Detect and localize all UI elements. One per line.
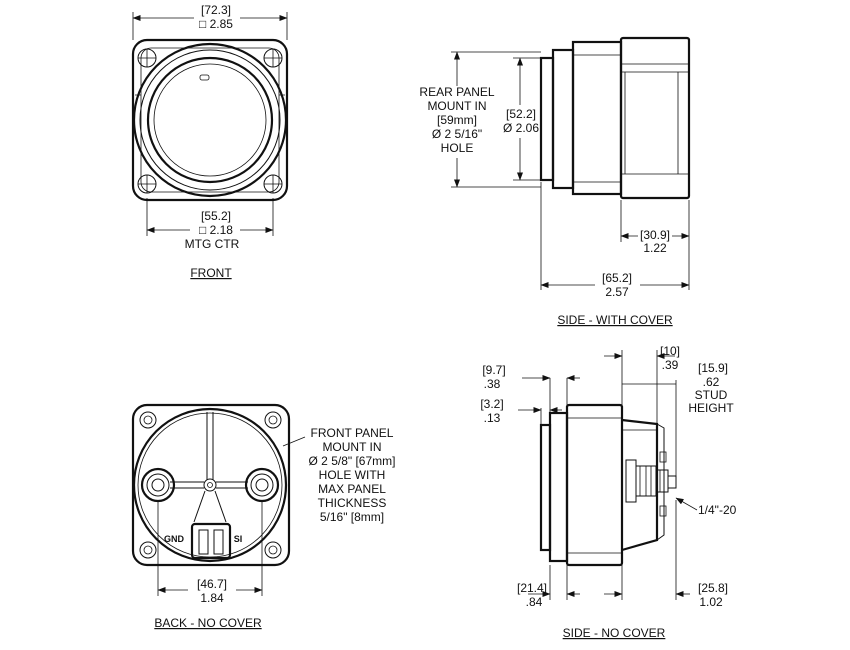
gnd-label: GND bbox=[164, 534, 185, 544]
front-mount-hole-bl bbox=[137, 174, 157, 194]
d5-mm: [25.8] bbox=[698, 581, 728, 595]
svg-text:[59mm]: [59mm] bbox=[437, 113, 477, 127]
side-nocover-body bbox=[539, 403, 665, 567]
side-cover-body bbox=[539, 36, 691, 200]
svg-text:REAR PANEL: REAR PANEL bbox=[419, 85, 494, 99]
back-stud-right bbox=[244, 467, 280, 503]
svg-text:FRONT PANEL: FRONT PANEL bbox=[311, 426, 394, 440]
back-connector bbox=[190, 522, 232, 560]
side-cover-dia-mm: [52.2] bbox=[506, 107, 536, 121]
side-cover-depth-cover-in: 1.22 bbox=[643, 241, 667, 255]
d3-mm: [10] bbox=[660, 344, 680, 358]
back-body bbox=[131, 403, 291, 567]
d1-in: .38 bbox=[484, 377, 501, 391]
back-stud-left bbox=[140, 467, 176, 503]
d4-in: .84 bbox=[526, 595, 543, 609]
si-label: SI bbox=[234, 534, 243, 544]
svg-text:MAX PANEL: MAX PANEL bbox=[318, 482, 386, 496]
side-cover-caption: SIDE - WITH COVER bbox=[557, 313, 673, 327]
stud-height-in: .62 bbox=[703, 375, 720, 389]
side-cover-dia-in: Ø 2.06 bbox=[503, 121, 539, 135]
front-width-mm: [72.3] bbox=[201, 3, 231, 17]
back-view: GND SI FRONT PANEL MOUNT IN Ø 2 5/8" [67… bbox=[131, 403, 396, 630]
svg-text:MOUNT IN: MOUNT IN bbox=[322, 440, 381, 454]
back-stud-mm: [46.7] bbox=[197, 577, 227, 591]
side-cover-depth-mm: [65.2] bbox=[602, 271, 632, 285]
front-caption: FRONT bbox=[190, 266, 232, 280]
front-view: [72.3] □ 2.85 [55.2] □ 2.18 MTG CTR FRON… bbox=[131, 3, 289, 280]
front-body bbox=[131, 38, 289, 202]
svg-text:5/16" [8mm]: 5/16" [8mm] bbox=[320, 510, 384, 524]
d1-mm: [9.7] bbox=[482, 363, 505, 377]
d2-mm: [3.2] bbox=[480, 397, 503, 411]
svg-text:Ø 2 5/8" [67mm]: Ø 2 5/8" [67mm] bbox=[309, 454, 396, 468]
rear-panel-note: REAR PANEL MOUNT IN [59mm] Ø 2 5/16" HOL… bbox=[419, 85, 494, 155]
svg-text:MOUNT IN: MOUNT IN bbox=[427, 99, 486, 113]
d5-in: 1.02 bbox=[699, 595, 723, 609]
thread-label: 1/4"-20 bbox=[698, 503, 737, 517]
d4-mm: [21.4] bbox=[517, 581, 547, 595]
d2-in: .13 bbox=[484, 411, 501, 425]
svg-text:HOLE WITH: HOLE WITH bbox=[319, 468, 386, 482]
side-nocover-caption: SIDE - NO COVER bbox=[563, 626, 666, 640]
back-caption: BACK - NO COVER bbox=[154, 616, 262, 630]
stud-label-1: STUD bbox=[695, 388, 728, 402]
front-mount-hole-br bbox=[263, 174, 283, 194]
side-cover-depth-in: 2.57 bbox=[605, 285, 629, 299]
svg-text:HOLE: HOLE bbox=[441, 141, 474, 155]
side-cover-depth-cover-mm: [30.9] bbox=[640, 228, 670, 242]
stud-height-mm: [15.9] bbox=[698, 361, 728, 375]
front-mount-hole-tl bbox=[137, 48, 157, 68]
front-width-in: □ 2.85 bbox=[199, 17, 233, 31]
front-mtg-in: □ 2.18 bbox=[199, 223, 233, 237]
svg-text:THICKNESS: THICKNESS bbox=[318, 496, 387, 510]
front-mount-hole-tr bbox=[263, 48, 283, 68]
side-nocover-stud bbox=[625, 451, 677, 517]
front-mtg-label: MTG CTR bbox=[185, 237, 240, 251]
side-no-cover-view: [9.7] .38 [3.2] .13 [10] .39 [15.9] .62 … bbox=[480, 344, 736, 640]
d3-in: .39 bbox=[662, 358, 679, 372]
stud-label-2: HEIGHT bbox=[688, 401, 734, 415]
front-panel-note: FRONT PANEL MOUNT IN Ø 2 5/8" [67mm] HOL… bbox=[309, 426, 396, 524]
back-stud-in: 1.84 bbox=[200, 591, 224, 605]
svg-text:Ø 2 5/16": Ø 2 5/16" bbox=[432, 127, 482, 141]
front-mtg-mm: [55.2] bbox=[201, 209, 231, 223]
side-with-cover-view: REAR PANEL MOUNT IN [59mm] Ø 2 5/16" HOL… bbox=[419, 36, 691, 327]
